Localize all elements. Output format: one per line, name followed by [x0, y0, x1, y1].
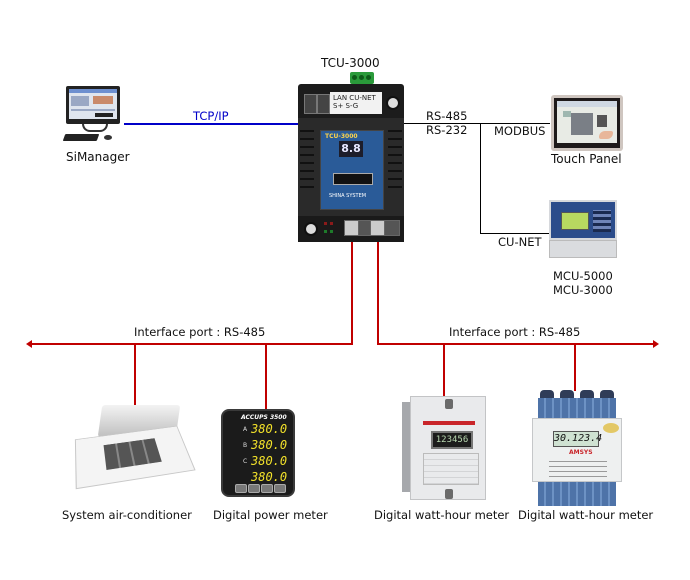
cu-net-line: [480, 233, 549, 234]
touch-panel-label: Touch Panel: [551, 152, 622, 166]
reading-c: 380.0: [251, 454, 288, 468]
arrow-right-icon: [653, 340, 659, 348]
reading-b: 380.0: [251, 438, 288, 452]
tcp-ip-line: [124, 123, 300, 125]
interface-port-left-label: Interface port : RS-485: [134, 325, 266, 339]
rs485-right-drop: [377, 242, 379, 344]
air-conditioner-label: System air-conditioner: [62, 508, 192, 522]
mcu-label-2: MCU-3000: [553, 283, 613, 297]
mouse-icon: [104, 135, 112, 140]
drop-watt-meter-1: [443, 343, 445, 398]
mcu-label-1: MCU-5000: [553, 269, 613, 283]
rs485-left-bus: [30, 343, 353, 345]
rs-jack: [317, 94, 330, 114]
watt-hour-meter-2-icon: 30.123.4 AMSYS: [530, 386, 624, 508]
serial-line: [404, 123, 550, 124]
screw-icon: [304, 222, 318, 236]
power-meter-label: Digital power meter: [213, 508, 328, 522]
modbus-label: MODBUS: [494, 124, 546, 138]
simanager-pc-icon: [62, 86, 124, 144]
lan-jack: [304, 94, 317, 114]
reading-total: 380.0: [251, 470, 288, 484]
screw-icon: [386, 96, 400, 110]
front-panel: TCU-3000 8.8 SHINA SYSTEM: [320, 130, 384, 210]
mcu-keypad: [593, 210, 611, 232]
port-plate: LAN CU-NET S+ S-G: [330, 92, 382, 114]
terminal-block: [350, 72, 374, 84]
watt-meter-2-label: Digital watt-hour meter: [518, 508, 654, 522]
rs485-left-drop: [351, 242, 353, 344]
drop-air-conditioner: [134, 343, 136, 411]
status-display: 8.8: [339, 141, 363, 157]
tcp-ip-label: TCP/IP: [193, 109, 229, 123]
simanager-label: SiManager: [66, 150, 130, 164]
touch-panel-icon: [551, 95, 623, 151]
rs485-label: RS-485: [426, 109, 468, 123]
cu-net-vertical-line: [480, 123, 481, 234]
reading-a: 380.0: [251, 422, 288, 436]
keyboard-icon: [62, 134, 100, 141]
tcu-3000-device: LAN CU-NET S+ S-G TCU-3000 8.8 SHINA SYS…: [298, 72, 404, 242]
mcu-controller-icon: [549, 200, 617, 258]
cu-net-label: CU-NET: [498, 235, 542, 249]
mcu-lcd: [561, 212, 589, 230]
power-meter-icon: ACCUPS 3500 A 380.0 B 380.0 C 380.0 380.…: [221, 409, 295, 497]
watt-meter-1-display: 123456: [431, 431, 473, 449]
watt-meter-1-label: Digital watt-hour meter: [374, 508, 510, 522]
arrow-left-icon: [26, 340, 32, 348]
rs485-right-bus: [377, 343, 653, 345]
drop-watt-meter-2: [574, 343, 576, 391]
interface-port-right-label: Interface port : RS-485: [449, 325, 581, 339]
watt-meter-2-display: 30.123.4: [553, 431, 602, 447]
air-conditioner-icon: [72, 405, 196, 490]
address-dip-switch: [333, 173, 373, 185]
hub-title: TCU-3000: [321, 56, 380, 70]
drop-power-meter: [265, 343, 267, 410]
rs232-label: RS-232: [426, 123, 468, 137]
watt-hour-meter-1-icon: 123456: [402, 394, 488, 504]
